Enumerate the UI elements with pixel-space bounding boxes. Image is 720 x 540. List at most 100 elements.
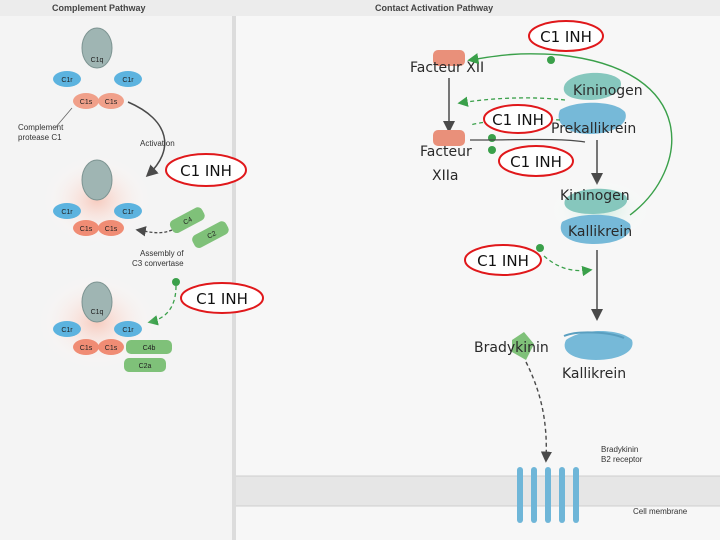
c1s-2b-shape xyxy=(98,220,124,236)
c1-inh-low-label: C1 INH xyxy=(196,290,248,308)
inhibit-node-left xyxy=(172,278,180,286)
protease-label-1: Complement xyxy=(18,123,64,132)
c1q-3-label: C1q xyxy=(91,309,104,316)
bradykinin-b2-receptor-shape xyxy=(517,467,579,523)
c1-complex-1: C1q C1r C1r C1s C1s xyxy=(53,27,142,109)
receptor-label-2: B2 receptor xyxy=(601,455,643,464)
c1-inh-mid-b-label: C1 INH xyxy=(510,153,562,171)
c1s-1b-shape xyxy=(98,93,124,109)
facteur-xiia-shape xyxy=(433,130,465,146)
protease-pointer xyxy=(54,107,73,129)
c1-inh-left-label: C1 INH xyxy=(180,162,232,180)
facteur-xiia-label-2: XIIa xyxy=(432,168,458,184)
xiia-to-prek-line xyxy=(469,138,586,143)
c2a-label: C2a xyxy=(139,363,152,370)
c1-inh-mid-a-label: C1 INH xyxy=(492,111,544,129)
c1-inh-mid-a: C1 INH xyxy=(483,104,553,134)
c4-molecule: C4 xyxy=(169,207,205,234)
kallikrein-low-shape xyxy=(564,331,633,360)
c1-inh-mid-b: C1 INH xyxy=(498,145,574,177)
c1r-3a-label: C1r xyxy=(61,327,73,334)
c1-inh-mid-b-ring xyxy=(498,145,574,177)
kininogen-top-shape xyxy=(563,72,621,100)
c1r-2a-label: C1r xyxy=(61,209,73,216)
c2-molecule: C2 xyxy=(192,221,229,248)
inhibit-node-xiia-1 xyxy=(488,134,496,142)
c1r-1a-label: C1r xyxy=(61,77,73,84)
assembly-label-1: Assembly of xyxy=(140,249,184,258)
c4-label: C4 xyxy=(182,216,193,226)
facteur-xiia-label-1: Facteur xyxy=(420,144,472,160)
c4b-label: C4b xyxy=(143,345,156,352)
assembly-label-2: C3 convertase xyxy=(132,259,184,268)
c1s-3a-shape xyxy=(73,339,99,355)
c1s-1a-label: C1s xyxy=(80,99,93,106)
c1-inh-kal: C1 INH xyxy=(464,244,542,276)
activation-label: Activation xyxy=(140,139,175,148)
c1q-2-shape xyxy=(81,159,113,201)
c1-inh-left-ring xyxy=(165,153,247,187)
header-strip xyxy=(0,0,720,16)
c1-complex-2: C1r C1r C1s C1s xyxy=(53,159,142,236)
kallikrein-low-cap xyxy=(563,331,625,339)
c1r-1a-shape xyxy=(53,71,81,87)
panel-divider xyxy=(232,0,236,540)
activation-arrow xyxy=(127,101,166,178)
c2-label: C2 xyxy=(206,230,217,240)
c1-inh-mid-a-ring xyxy=(483,104,553,134)
cell-membrane-band xyxy=(236,476,720,506)
bradykinin-to-receptor-arrow xyxy=(525,361,553,463)
c1r-2b-shape xyxy=(114,203,142,219)
c1q-3-shape xyxy=(81,281,113,323)
facteur-xii-label: Facteur XII xyxy=(410,60,484,76)
c1s-3a-label: C1s xyxy=(80,345,93,352)
facteur-xii-shape xyxy=(433,50,465,66)
c1s-1b-label: C1s xyxy=(105,99,118,106)
kininogen-mid-label: Kininogen xyxy=(560,188,630,204)
c1-inh-low-ring xyxy=(180,282,264,314)
left-panel-bg xyxy=(0,0,232,540)
c1-complex-3: C1q C1r C1r C1s C1s xyxy=(53,281,142,355)
header-left: Complement Pathway xyxy=(52,3,146,13)
inhibit-arrow-kal xyxy=(543,255,593,277)
kininogen-top-label: Kininogen xyxy=(573,83,643,99)
c1q-1-shape xyxy=(81,27,113,69)
kallikrein-mid-shape xyxy=(560,214,631,244)
c1r-3b-label: C1r xyxy=(122,327,134,334)
c2-shape xyxy=(192,221,229,248)
kallikrein-low-label: Kallikrein xyxy=(562,366,626,382)
c1s-2a-label: C1s xyxy=(80,226,93,233)
inhibit-node-xiia-2 xyxy=(488,146,496,154)
c1s-1a-shape xyxy=(73,93,99,109)
bradykinin-shape xyxy=(512,332,534,360)
c4-shape xyxy=(169,207,205,234)
c1-inh-kal-ring xyxy=(464,244,542,276)
inhibit-node-top xyxy=(547,56,555,64)
c1r-2b-label: C1r xyxy=(122,209,134,216)
c1r-1b-shape xyxy=(114,71,142,87)
prekallikrein-label: Prekallikrein xyxy=(551,121,636,137)
protease-label-2: protease C1 xyxy=(18,133,62,142)
c1-inh-left: C1 INH xyxy=(165,153,247,187)
c4-c2-binding-arrow xyxy=(135,226,173,237)
receptor-label-1: Bradykinin xyxy=(601,445,638,454)
kininogen-mid-shape xyxy=(564,188,628,214)
c1r-1b-label: C1r xyxy=(122,77,134,84)
c1-inh-top-label: C1 INH xyxy=(540,28,592,46)
c1q-1-label: C1q xyxy=(91,57,104,64)
c1-inh-top: C1 INH xyxy=(528,20,604,52)
c1-inh-kal-label: C1 INH xyxy=(477,252,529,270)
c2a-shape xyxy=(124,358,166,372)
c1-inh-top-ring xyxy=(528,20,604,52)
c1r-2a-shape xyxy=(53,203,81,219)
header-right: Contact Activation Pathway xyxy=(375,3,493,13)
c4b-shape xyxy=(126,340,172,354)
c1r-3b-shape xyxy=(114,321,142,337)
inhibit-node-kal xyxy=(536,244,544,252)
c1s-2a-shape xyxy=(73,220,99,236)
c1s-2b-label: C1s xyxy=(105,226,118,233)
bradykinin-label: Bradykinin xyxy=(474,340,549,356)
kallikrein-mid-label: Kallikrein xyxy=(568,224,632,240)
